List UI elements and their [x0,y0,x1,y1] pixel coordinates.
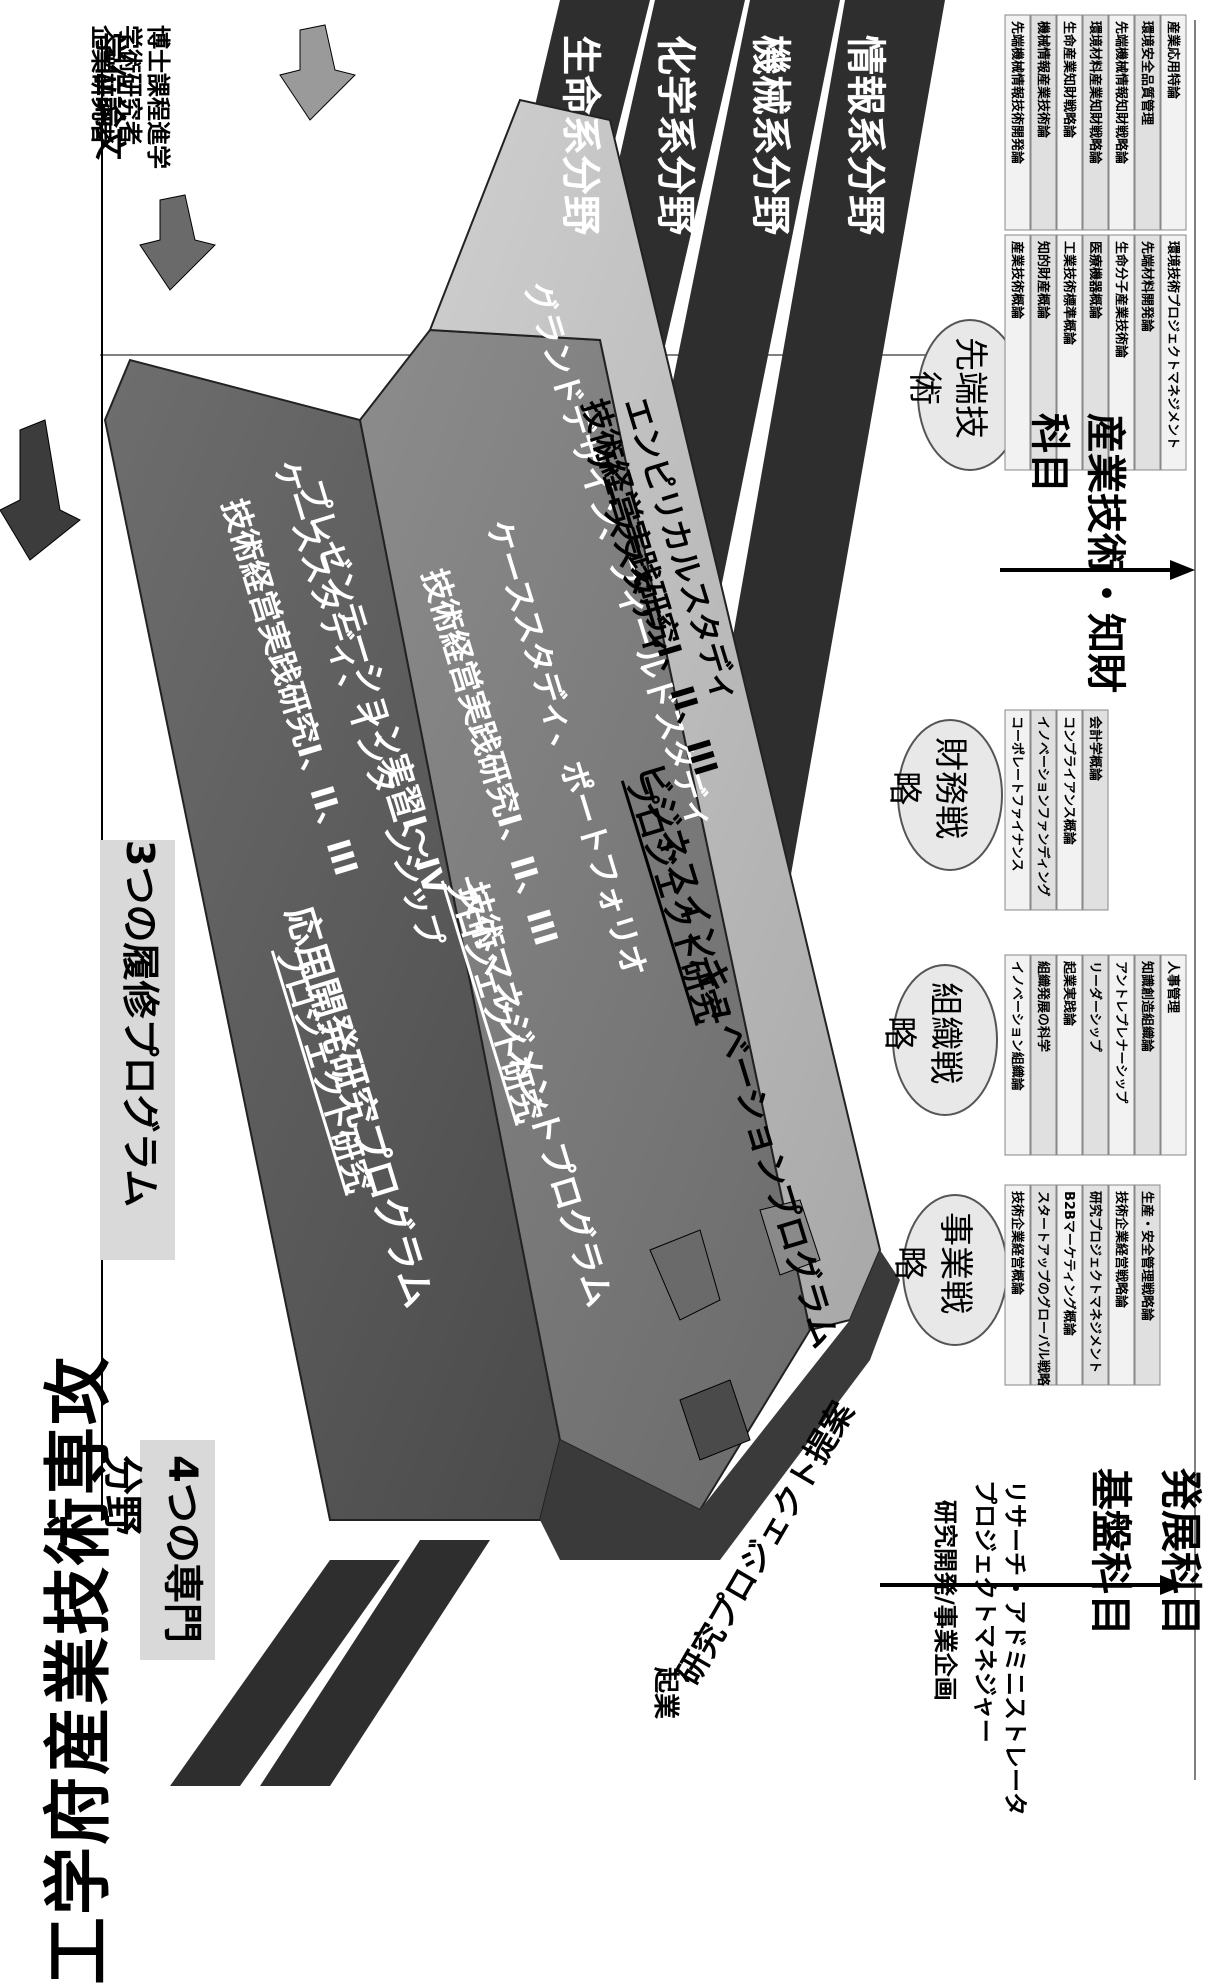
org-subject: イノベーション組織論 [1009,961,1025,1092]
tech-cell [1082,234,1109,471]
org-cell [1082,954,1109,1156]
level-arrow-basic-head [1160,1575,1185,1595]
tech-subject: 先端材料開発論 [1139,241,1155,333]
arrow-up-3 [279,24,356,121]
arrow-down-3 [679,1379,751,1461]
org-cell [1056,954,1083,1156]
tech-subject: 医療機器概論 [1087,241,1103,320]
arrow-up-2 [139,194,216,291]
org-subject: 起業実践論 [1061,960,1077,1027]
org-cell [1160,954,1187,1156]
finance-cell [1082,709,1109,911]
advanced-subject: 生命産業知財戦略論 [1061,21,1077,139]
org-subject: 組織発展の科学 [1035,961,1051,1052]
programs-bg [100,840,175,1260]
course-ellipses [892,319,1023,1346]
advanced-cell [1160,14,1187,231]
finance-cell [1030,709,1057,911]
ellipse-org [892,964,998,1116]
org-subject: リーダーシップ [1087,961,1103,1053]
field-band-info [690,0,945,880]
advanced-subject: 環境材料産業知財戦略論 [1087,21,1103,165]
tech-cell [1030,234,1057,471]
business-cell [1056,1184,1083,1386]
field-band-lower2 [260,1540,490,1786]
business-cell [1030,1184,1057,1386]
tech-cell [1004,234,1031,471]
advanced-subject: 機械情報産業技術論 [1035,21,1051,139]
finance-subject: コンプライアンス概論 [1061,716,1077,846]
panel-edge [540,1250,900,1560]
business-cell [1004,1184,1031,1386]
org-cell [1134,954,1161,1156]
org-subject: アントレプレナーシップ [1113,961,1128,1104]
business-subject: 技術企業経営戦略論 [1113,1191,1129,1309]
org-cell [1030,954,1057,1156]
tech-subject: 環境技術プロジェクトマネジメント [1165,241,1181,449]
subject-columns: 技術企業経営概論スタートアップのグローバル戦略 B2Bマーケティング概論研究プロジ… [1004,14,1187,1387]
program-panels [103,98,900,1560]
advanced-cell [1056,14,1083,231]
up-arrows [0,24,356,561]
tech-subject: 産業技術概論 [1009,241,1025,320]
tech-subject: 知的財産概論 [1035,241,1051,320]
arrow-down-1 [649,1229,721,1321]
advanced-cell [1134,14,1161,231]
business-cell [1082,1184,1109,1386]
advanced-subject: 先端機械情報技術開発論 [1009,21,1025,165]
finance-subject: 会計学概論 [1087,716,1103,782]
arrow-down-2 [759,1199,821,1276]
business-subject: 技術企業経営概論 [1009,1191,1025,1296]
tech-cell [1056,234,1083,471]
tech-subject: 生命分子産業技術論 [1113,241,1129,359]
arrow-up-1 [0,419,81,561]
business-cell [1134,1184,1161,1386]
tech-cell [1160,234,1187,471]
org-cell [1108,954,1135,1156]
business-subject: スタートアップのグローバル戦略 [1035,1191,1051,1387]
ellipse-finance [897,719,1003,871]
finance-subject: イノベーションファンディング [1035,716,1051,896]
advanced-subject: 産業応用特論 [1165,21,1181,100]
advanced-cell [1030,14,1057,231]
finance-cell [1004,709,1031,911]
ellipse-business [902,1194,1008,1346]
advanced-cell [1082,14,1109,231]
level-arrows [880,560,1195,1595]
business-subject: B2Bマーケティング概論 [1061,1191,1077,1337]
tech-cell [1134,234,1161,471]
finance-cell [1056,709,1083,911]
org-cell [1004,954,1031,1156]
down-arrows [649,1199,821,1461]
tech-cell [1108,234,1135,471]
advanced-subject: 環境安全品質管理 [1139,21,1155,125]
advanced-subject: 先端機械情報知財戦略論 [1113,21,1129,165]
advanced-cell [1004,14,1031,231]
business-subject: 生産・安全管理戦略論 [1139,1191,1155,1322]
specialties-bg [140,1440,215,1660]
tech-subject: 工業技術標準概論 [1061,241,1077,346]
business-subject: 研究プロジェクトマネジメント [1087,1191,1103,1373]
advanced-cell [1108,14,1135,231]
finance-subject: コーポレートファイナンス [1009,716,1025,871]
level-arrow-industry-head [1170,560,1195,580]
business-cell [1108,1184,1135,1386]
org-subject: 知識創造組織論 [1139,961,1155,1053]
org-subject: 人事管理 [1165,961,1181,1013]
field-band-lower1 [170,1560,400,1786]
